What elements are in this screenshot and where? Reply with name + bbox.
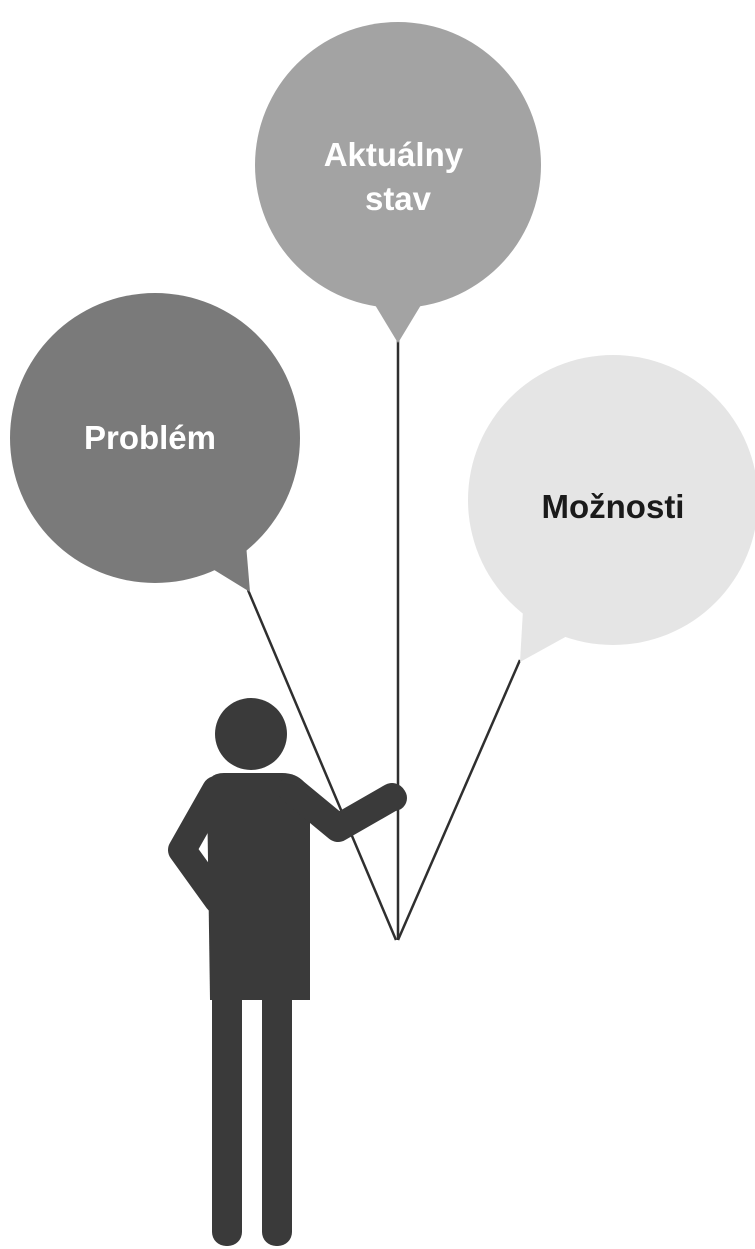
balloon-current-state-label-line2: stav — [365, 180, 432, 217]
balloon-current-state-body — [255, 22, 541, 308]
person-torso — [207, 773, 310, 1000]
balloon-options-body — [468, 355, 755, 645]
person-right-leg — [262, 980, 292, 1246]
balloon-problem-label: Problém — [84, 419, 216, 456]
balloon-strings — [246, 340, 522, 941]
balloon-current-state: Aktuálny stav — [255, 22, 541, 343]
balloon-options: Možnosti — [468, 355, 755, 662]
person-right-arm — [278, 776, 406, 842]
string-options — [396, 659, 522, 941]
balloon-options-label: Možnosti — [542, 488, 685, 525]
person-left-leg — [212, 980, 242, 1246]
balloon-options-tail — [520, 610, 578, 662]
person-holding-balloons-icon — [168, 698, 407, 1246]
balloon-current-state-label: Aktuálny stav — [324, 136, 473, 217]
person-left-arm — [168, 776, 232, 914]
person-hand — [381, 785, 407, 811]
string-problem — [246, 589, 398, 941]
balloon-current-state-label-line1: Aktuálny — [324, 136, 464, 173]
balloon-current-state-tail — [372, 300, 424, 343]
person-head — [215, 698, 287, 770]
balloon-problem-body — [10, 293, 300, 583]
balloon-problem-tail — [198, 532, 250, 592]
balloon-problem: Problém — [10, 293, 300, 592]
